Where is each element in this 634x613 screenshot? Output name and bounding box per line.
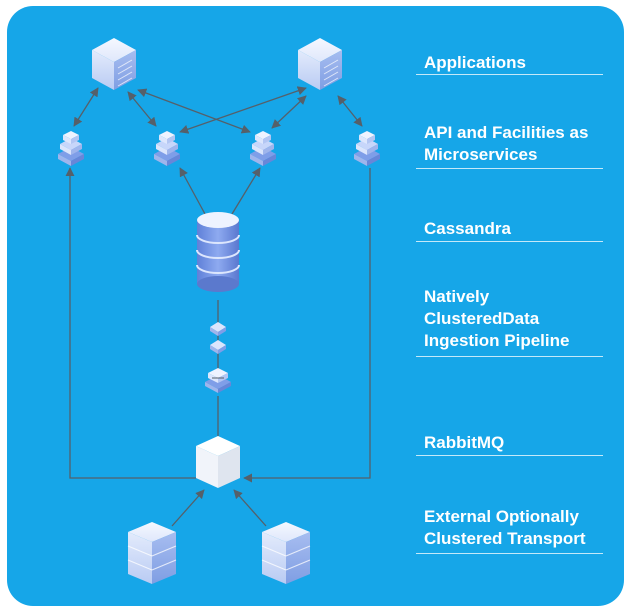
- pipeline-stack-icon: [205, 368, 231, 393]
- transport-server-icon: [127, 522, 177, 584]
- layer-divider: [416, 241, 603, 242]
- arrow-app2-ms2: [179, 86, 307, 134]
- microservice-icon: [58, 131, 84, 166]
- arrow-rabbit-ms1: [65, 167, 196, 479]
- layer-divider: [416, 455, 603, 456]
- layer-divider: [416, 553, 603, 554]
- layer-label-microservices: API and Facilities as Microservices: [424, 123, 589, 164]
- microservice-icon: [154, 131, 180, 166]
- layer-label-rabbitmq: RabbitMQ: [424, 433, 505, 452]
- arrow-app2-ms4: [337, 95, 363, 127]
- application-server-icon: [298, 38, 342, 90]
- application-server-icon: [92, 38, 136, 90]
- arrow-transport2-rabbit: [233, 489, 267, 527]
- layer-label-cassandra: Cassandra: [424, 219, 511, 238]
- arrow-rabbit-ms4: [243, 168, 371, 483]
- rabbitmq-cube-icon: [196, 436, 240, 488]
- layer-divider: [416, 168, 603, 169]
- transport-server-icon: [261, 522, 311, 584]
- layer-divider: [416, 74, 603, 75]
- arrow-transport1-rabbit: [171, 489, 205, 527]
- microservice-icon: [250, 131, 276, 166]
- arrow-app1-ms1: [73, 87, 99, 127]
- arrow-db-ms2: [179, 167, 206, 215]
- connector-lines: [65, 86, 371, 527]
- layer-divider: [416, 356, 603, 357]
- arrow-app1-ms3: [137, 88, 251, 134]
- microservice-icon: [354, 131, 380, 166]
- arrow-app1-ms2: [127, 91, 157, 127]
- arrow-db-ms3: [231, 167, 261, 215]
- arrow-app2-ms3: [271, 95, 307, 129]
- pipeline-node-icon: [210, 322, 226, 336]
- diagram-panel: [7, 6, 624, 606]
- layer-label-applications: Applications: [424, 53, 527, 72]
- pipeline-node-icon: [210, 340, 226, 354]
- layer-label-ingestion-pipeline: Natively ClusteredData Ingestion Pipelin…: [424, 287, 570, 350]
- layer-label-external-transport: External Optionally Clustered Transport: [424, 507, 586, 548]
- cassandra-database-icon: [196, 212, 240, 292]
